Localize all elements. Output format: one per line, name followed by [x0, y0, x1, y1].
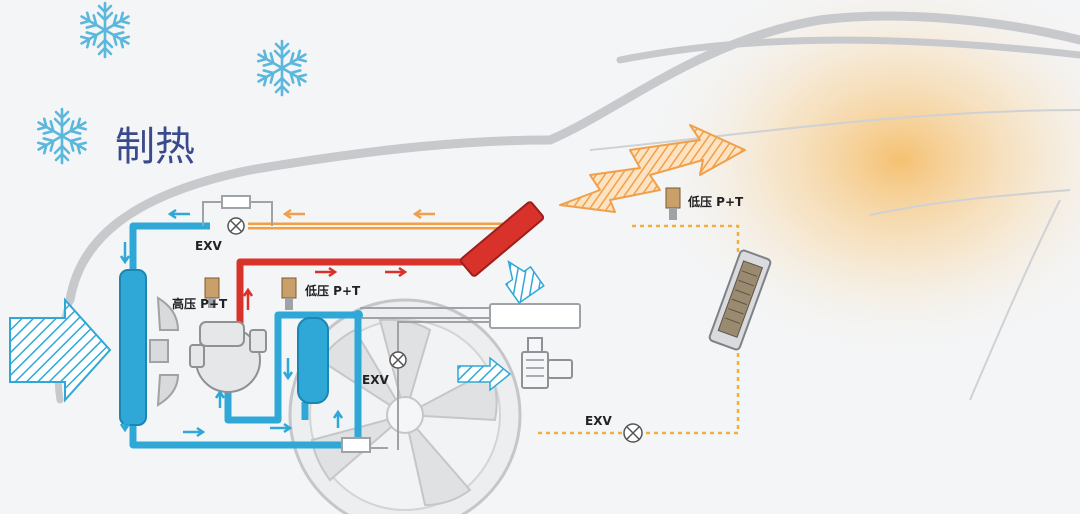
inner-condenser-icon	[459, 201, 545, 277]
pressure-sensor-icon	[281, 277, 297, 310]
evaporator-icon	[489, 303, 581, 329]
low-pressure-label-mid: 低压 P+T	[304, 283, 361, 298]
exv-label: EXV	[195, 239, 222, 253]
high-pressure-label: 高压 P+T	[172, 296, 228, 311]
condenser-icon	[119, 269, 147, 426]
flow-arrows-orange	[282, 208, 435, 220]
wheel-icon	[288, 298, 522, 514]
pressure-sensor-icon	[204, 277, 220, 308]
low-pressure-label-right: 低压 P+T	[687, 194, 744, 209]
snowflake-icon	[35, 109, 89, 163]
page-title: 制热	[115, 124, 195, 170]
battery-cooler-icon	[708, 249, 772, 351]
snowflake-icon	[78, 3, 132, 57]
refrigerant-lines-grey	[360, 307, 492, 450]
battery-loop	[535, 224, 740, 435]
flow-arrows-blue	[119, 208, 344, 438]
airflow-arrow-icon	[457, 356, 512, 392]
accumulator-icon	[297, 317, 329, 404]
flow-arrows-red	[242, 266, 408, 310]
junction	[353, 310, 363, 320]
exv-mid-label: EXV	[362, 373, 389, 387]
valve-icon	[623, 423, 643, 443]
valve-icon	[389, 351, 407, 369]
hot-line	[236, 258, 470, 335]
exv-bottom-label: EXV	[585, 414, 612, 428]
snowflake-icon	[255, 41, 309, 95]
compressor-icon	[189, 321, 267, 393]
pressure-sensor-icon	[665, 187, 681, 220]
airflow-arrow-icon	[9, 297, 112, 403]
blower-icon	[521, 337, 573, 389]
valve-icon	[202, 195, 273, 235]
airflow-arrow-icon	[504, 260, 545, 305]
fitting-icon	[341, 437, 371, 453]
fan-icon	[149, 296, 180, 407]
car-lines	[589, 109, 1080, 401]
heat-arrow-icon	[559, 124, 746, 213]
